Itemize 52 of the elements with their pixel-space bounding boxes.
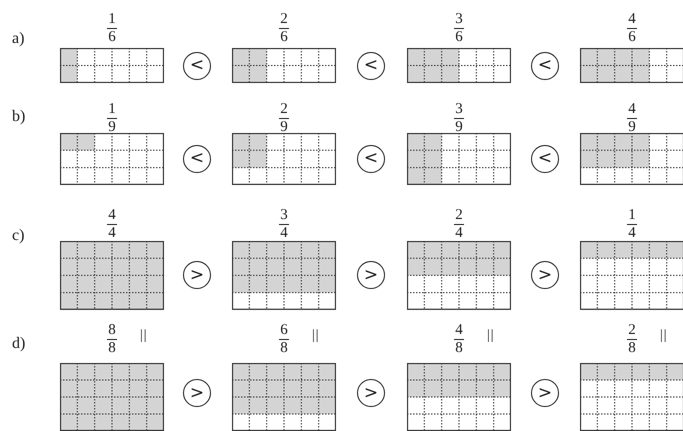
- denominator: 4: [280, 225, 288, 241]
- numerator: 2: [279, 12, 289, 29]
- comparison-circle: >: [357, 261, 385, 290]
- comparison-circle: >: [531, 261, 559, 290]
- comparison-circle: <: [183, 52, 211, 80]
- equals-mark: ||: [660, 329, 668, 343]
- denominator: 9: [108, 119, 116, 135]
- numerator: 1: [107, 12, 117, 29]
- denominator: 6: [628, 29, 636, 45]
- equals-mark: ||: [140, 329, 148, 343]
- denominator: 9: [280, 119, 288, 135]
- numerator: 2: [454, 208, 464, 225]
- denominator: 8: [280, 340, 288, 356]
- denominator: 9: [628, 119, 636, 135]
- numerator: 4: [627, 12, 637, 29]
- comparison-circle: >: [357, 379, 385, 407]
- numerator: 2: [279, 102, 289, 119]
- row-label: c): [12, 227, 24, 245]
- comparison-circle: <: [531, 144, 559, 173]
- numerator: 8: [107, 323, 117, 340]
- numerator: 3: [279, 208, 289, 225]
- denominator: 9: [455, 119, 463, 135]
- comparison-circle: <: [531, 52, 559, 80]
- row-label: d): [12, 335, 26, 353]
- comparison-circle: >: [183, 261, 211, 290]
- denominator: 4: [628, 225, 636, 241]
- numerator: 3: [454, 102, 464, 119]
- comparison-circle: >: [183, 379, 211, 407]
- numerator: 4: [454, 323, 464, 340]
- comparison-circle: <: [357, 144, 385, 173]
- row-label: a): [12, 30, 24, 48]
- row-label: b): [12, 108, 26, 126]
- equals-mark: ||: [312, 329, 320, 343]
- denominator: 8: [108, 340, 116, 356]
- denominator: 6: [280, 29, 288, 45]
- numerator: 3: [454, 12, 464, 29]
- denominator: 6: [455, 29, 463, 45]
- numerator: 4: [107, 208, 117, 225]
- equals-mark: ||: [487, 329, 495, 343]
- denominator: 4: [455, 225, 463, 241]
- denominator: 4: [108, 225, 116, 241]
- numerator: 6: [279, 323, 289, 340]
- numerator: 1: [627, 208, 637, 225]
- numerator: 4: [627, 102, 637, 119]
- comparison-circle: <: [183, 144, 211, 173]
- denominator: 6: [108, 29, 116, 45]
- comparison-circle: >: [531, 379, 559, 407]
- comparison-circle: <: [357, 52, 385, 80]
- numerator: 2: [627, 323, 637, 340]
- numerator: 1: [107, 102, 117, 119]
- denominator: 8: [455, 340, 463, 356]
- denominator: 8: [628, 340, 636, 356]
